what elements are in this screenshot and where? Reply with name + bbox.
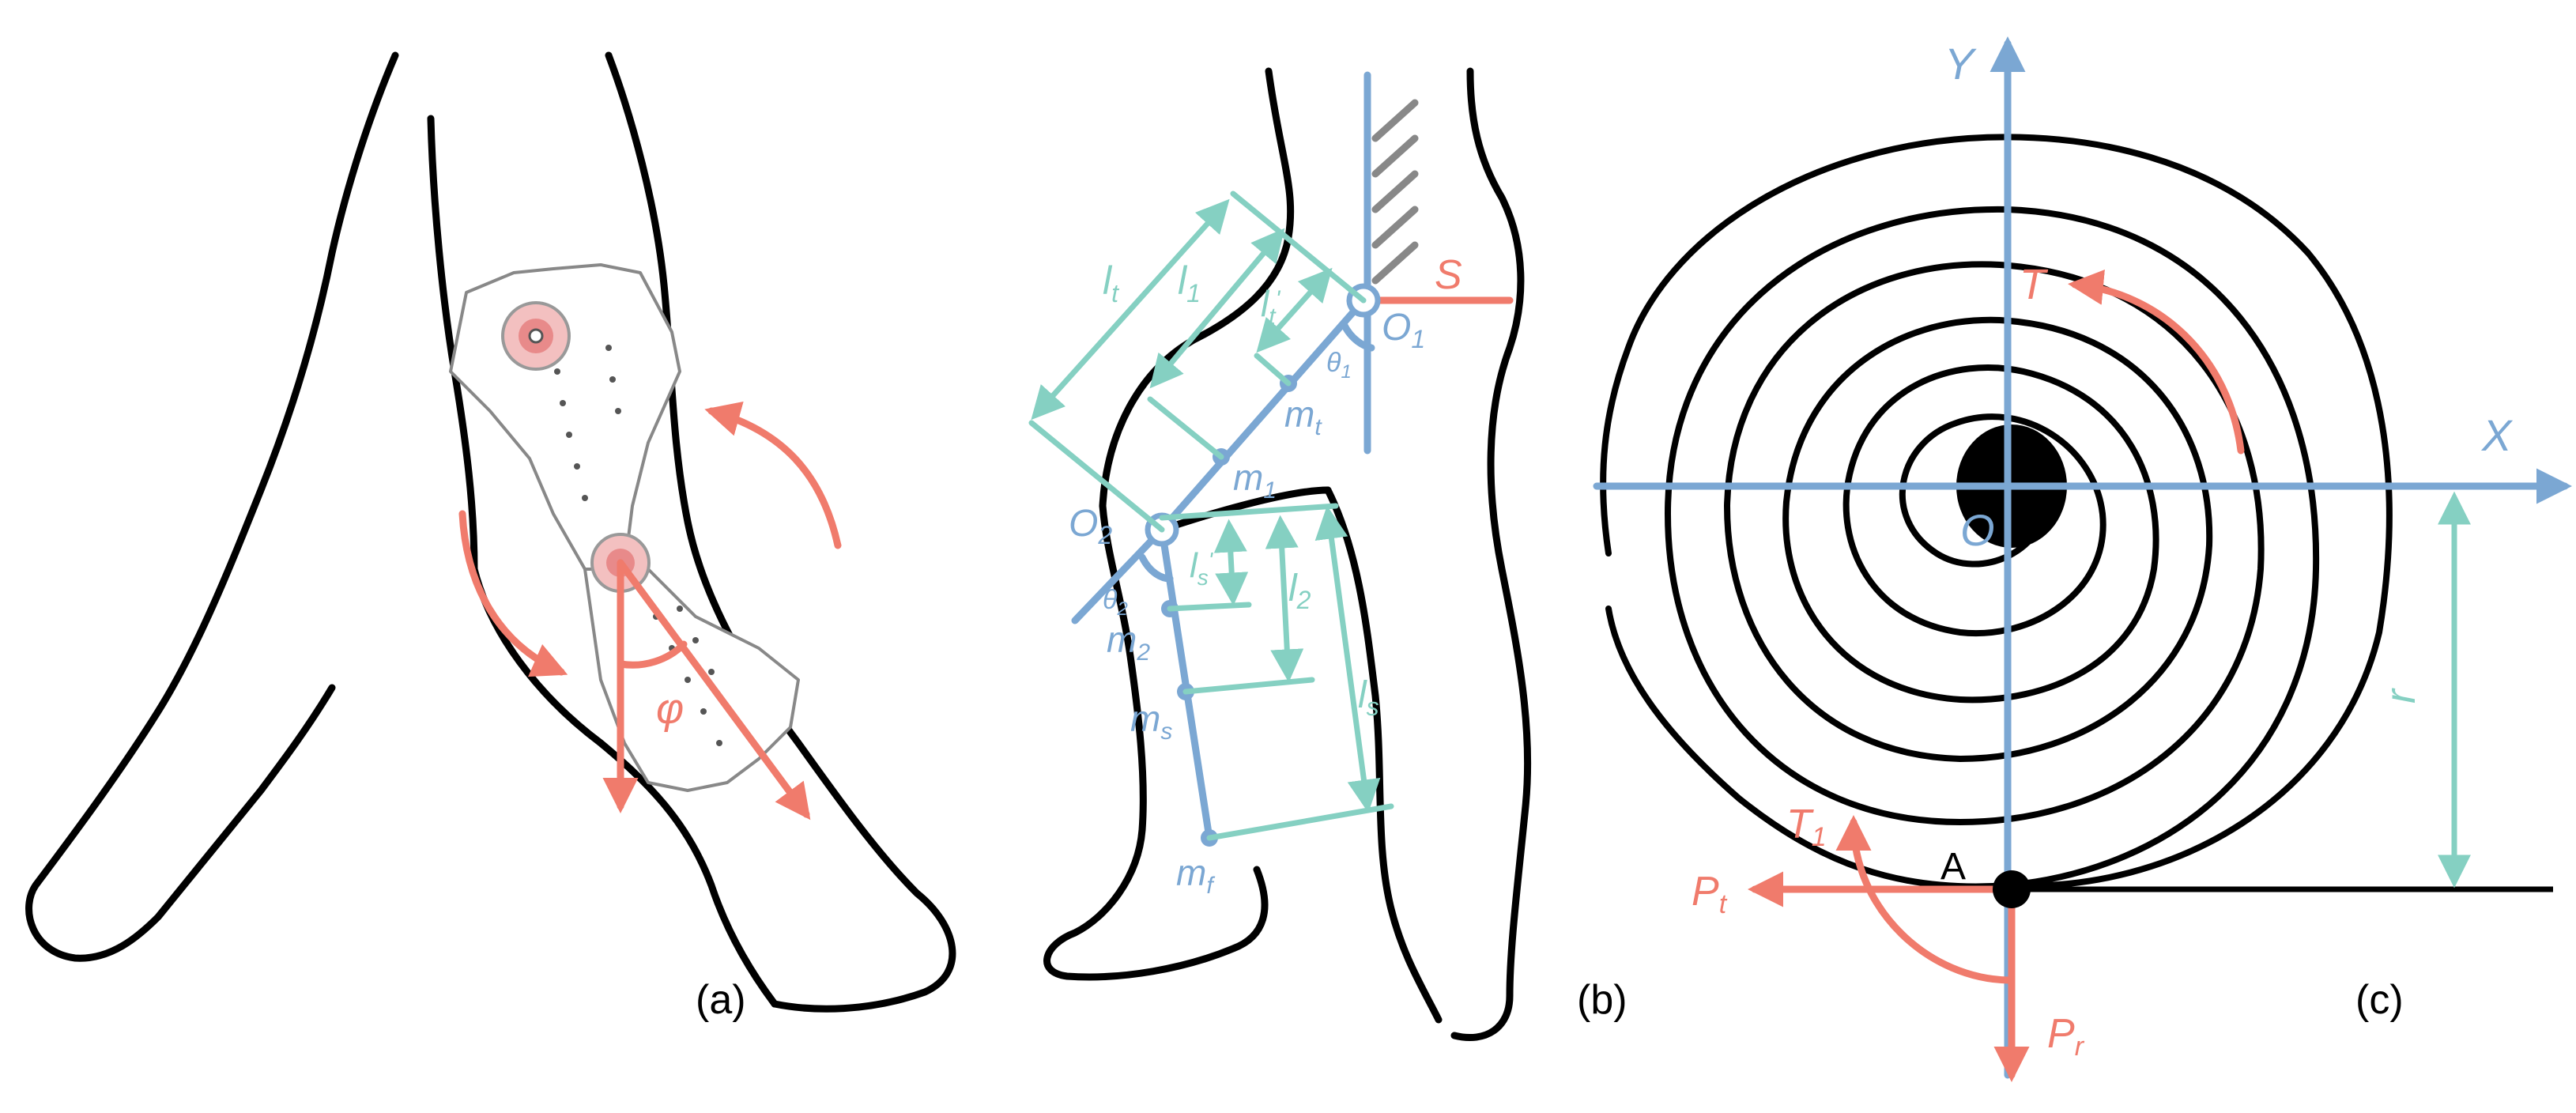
label-y: Y xyxy=(1944,39,1977,89)
caption-a: (a) xyxy=(696,977,746,1023)
label-pt: Pt xyxy=(1692,869,1728,919)
point-a xyxy=(1993,870,2031,908)
label-lt: lt xyxy=(1103,258,1119,307)
label-x: X xyxy=(2480,410,2514,460)
leg-front-outline xyxy=(1043,502,1269,981)
panel-c: Y X O T T1 Pt Pr r A (c) xyxy=(1593,36,2572,1082)
caption-c: (c) xyxy=(2355,977,2404,1023)
label-lsp: ls' xyxy=(1190,546,1214,590)
label-o: O xyxy=(1960,505,1995,555)
label-o2: O2 xyxy=(1069,503,1112,549)
angle-phi-label: φ xyxy=(656,685,684,733)
panel-a: φ (a) xyxy=(25,51,956,1023)
dim-lsp xyxy=(1213,519,1249,606)
label-theta2: θ2 xyxy=(1103,585,1128,620)
label-t: T xyxy=(2020,261,2049,308)
torque-t-arrow xyxy=(2068,270,2245,455)
label-l2: l2 xyxy=(1288,568,1311,614)
label-s: S xyxy=(1435,252,1462,298)
label-mt: mt xyxy=(1284,394,1322,440)
label-mf: mf xyxy=(1176,852,1215,899)
angle-arc xyxy=(617,640,688,669)
panel-b: lt l1 lt' S O1 θ1 mt m1 O2 ls' l2 θ2 m2 … xyxy=(1028,67,1627,1042)
label-theta1: θ1 xyxy=(1326,348,1352,383)
dim-l1p xyxy=(1256,267,1333,353)
label-m1: m1 xyxy=(1233,457,1277,504)
thigh-dimensions xyxy=(1028,191,1367,533)
theta1-arc xyxy=(1340,320,1375,352)
wall-hatch xyxy=(1371,99,1419,285)
label-l1: l1 xyxy=(1178,258,1201,307)
rear-leg-outline xyxy=(25,51,399,962)
label-l1p: lt' xyxy=(1261,283,1281,330)
label-t1: T1 xyxy=(1786,802,1827,852)
label-m2: m2 xyxy=(1107,619,1150,666)
thigh-brace xyxy=(449,263,681,571)
shank-vector xyxy=(617,559,811,821)
label-ms: ms xyxy=(1130,698,1172,745)
theta2-arc xyxy=(1138,553,1174,583)
dim-ls xyxy=(1314,505,1381,813)
shank-rotation-arrow xyxy=(458,510,568,677)
hip-joint xyxy=(501,301,571,371)
leg-back-outline xyxy=(1324,486,1443,1024)
inner-thigh xyxy=(1158,486,1332,534)
shank-dimensions xyxy=(1159,503,1394,841)
knee-ref-line xyxy=(1071,526,1166,624)
torque-t1-arrow xyxy=(1835,815,2016,984)
dim-l1 xyxy=(1149,228,1285,389)
label-ls: ls xyxy=(1358,674,1379,721)
dim-l2 xyxy=(1265,515,1304,683)
caption-b: (b) xyxy=(1577,977,1627,1023)
label-pr: Pr xyxy=(2047,1011,2085,1062)
label-r: r xyxy=(2377,688,2424,704)
thigh-rotation-arrow xyxy=(704,401,842,549)
front-leg-outline xyxy=(605,51,956,1013)
front-leg-back xyxy=(470,565,779,1008)
torso-back-outline xyxy=(1450,67,1532,1042)
spiral-spring xyxy=(1600,134,2393,890)
label-o1: O1 xyxy=(1382,307,1425,353)
dim-lt xyxy=(1031,198,1230,421)
label-a: A xyxy=(1940,846,1966,888)
